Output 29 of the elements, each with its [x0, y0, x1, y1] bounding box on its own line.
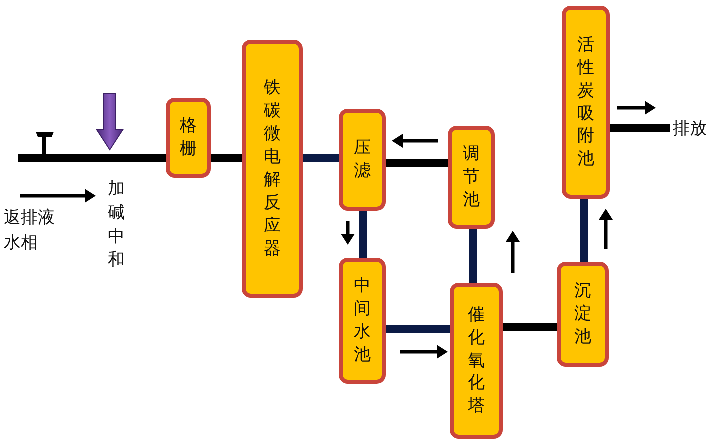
pipe-line — [303, 154, 339, 162]
outlet-label: 排放 — [673, 118, 707, 140]
box-label: 调节池 — [463, 143, 480, 212]
process-box — [242, 40, 303, 298]
process-box — [339, 258, 386, 384]
pipe-line — [18, 154, 166, 162]
box-label: 催化氧化塔 — [468, 304, 485, 418]
pipe-line — [580, 199, 588, 262]
pipe-line — [359, 211, 367, 258]
pipe-line — [211, 154, 242, 162]
process-box — [562, 6, 610, 199]
process-box — [166, 98, 211, 178]
box-label: 铁碳微电解反应器 — [264, 77, 281, 261]
pipe-line — [386, 325, 450, 333]
annotation-text: 加碱中和 — [108, 178, 125, 272]
box-label: 中间水池 — [354, 275, 371, 367]
box-label: 沉淀池 — [574, 280, 592, 349]
process-box — [450, 283, 503, 439]
box-label: 格栅 — [180, 115, 197, 161]
process-box — [339, 109, 386, 211]
process-box — [448, 126, 495, 229]
pipe-line — [610, 124, 670, 132]
pipe-line — [503, 323, 557, 331]
box-label: 压滤 — [354, 137, 371, 183]
annotation-text: 返排液水相 — [4, 207, 56, 255]
pipe-line — [386, 159, 448, 167]
box-label: 活性炭吸附池 — [578, 34, 594, 172]
process-box — [557, 262, 609, 367]
pipe-line — [469, 229, 477, 283]
